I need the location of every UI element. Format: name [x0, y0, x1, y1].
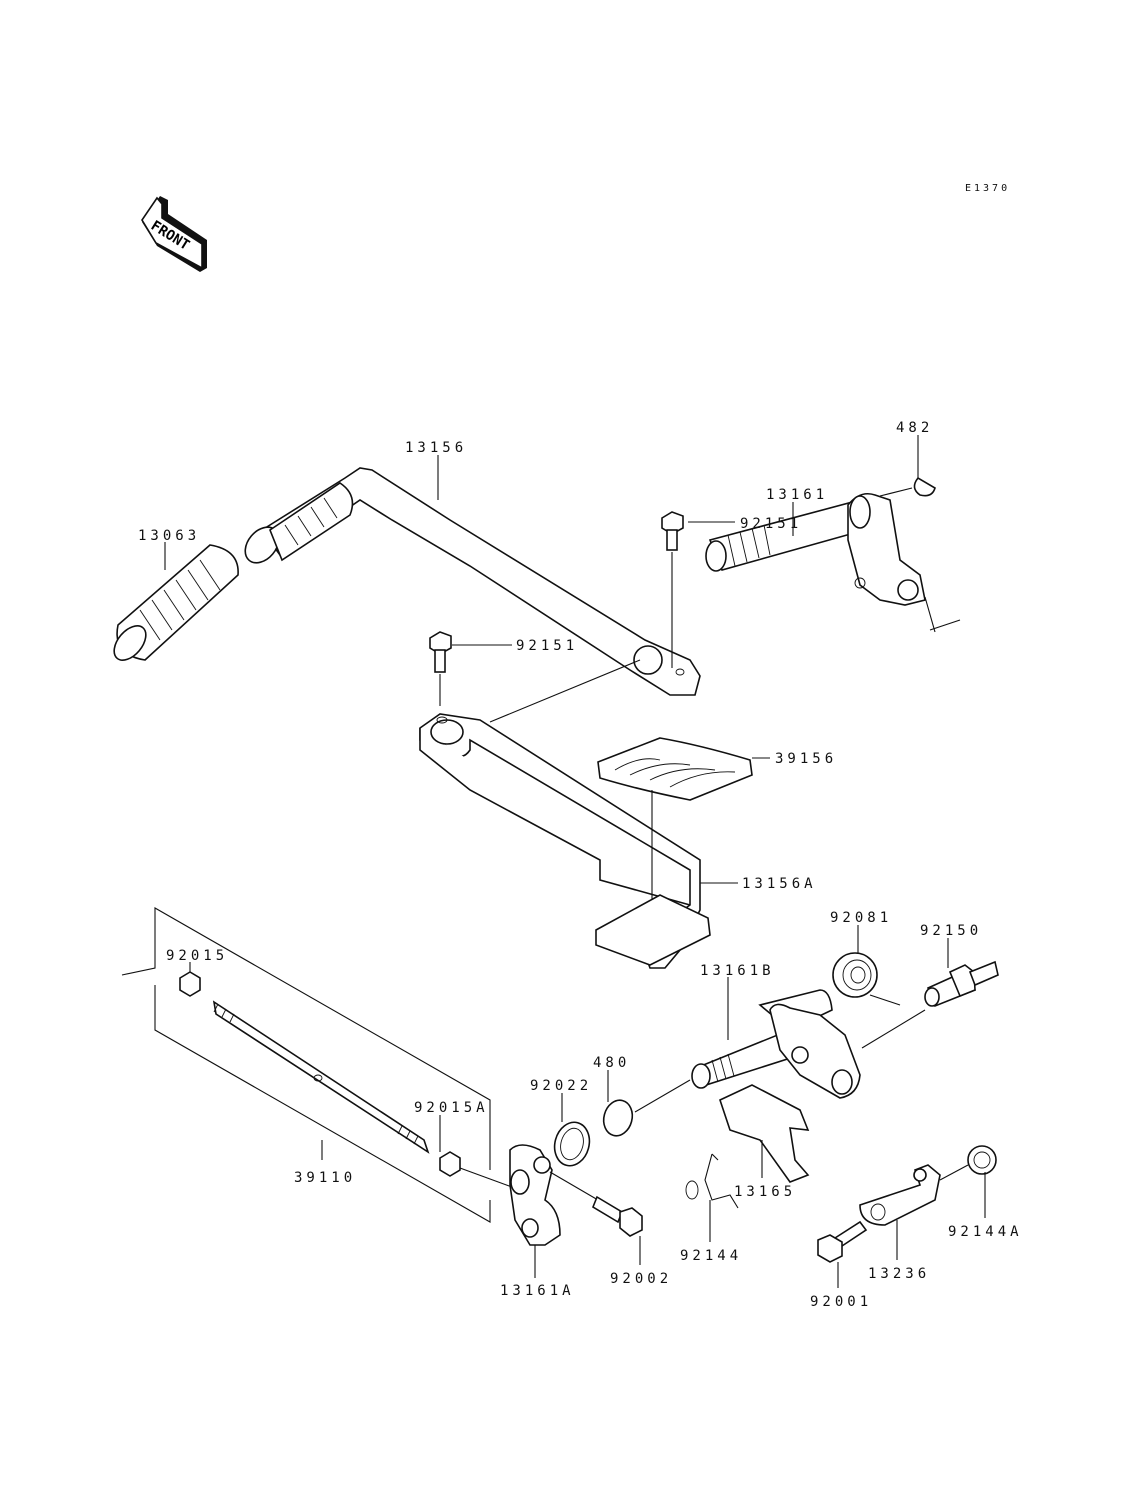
leader	[861, 1009, 926, 1049]
label-92144A: 92144A	[948, 1224, 1023, 1240]
label-92001: 92001	[810, 1294, 872, 1310]
label-480: 480	[593, 1055, 630, 1071]
part-13161-shift-shaft	[705, 492, 961, 633]
label-92151-lower: 92151	[516, 638, 578, 654]
label-13165: 13165	[734, 1184, 796, 1200]
part-pedal-plate	[595, 894, 711, 966]
label-39110: 39110	[294, 1170, 356, 1186]
part-13161B-shift-shaft	[691, 989, 861, 1099]
part-13161A-shift-arm	[509, 1144, 561, 1246]
label-92022: 92022	[530, 1078, 592, 1094]
part-92144-spring	[685, 1153, 739, 1209]
part-480-circlip	[602, 1099, 634, 1137]
label-92015: 92015	[166, 948, 228, 964]
label-13161B: 13161B	[700, 963, 775, 979]
label-13156: 13156	[405, 440, 467, 456]
label-92150: 92150	[920, 923, 982, 939]
part-92151-bolt-upper	[661, 511, 684, 668]
label-13156A: 13156A	[742, 876, 817, 892]
front-arrow-icon: FRONT	[141, 196, 207, 272]
part-92151-bolt-lower	[429, 631, 452, 706]
label-13236: 13236	[868, 1266, 930, 1282]
leader	[634, 1079, 691, 1113]
label-482: 482	[896, 420, 933, 436]
part-92022-washer	[553, 1121, 591, 1167]
label-92144: 92144	[680, 1248, 742, 1264]
leader-lines	[164, 435, 986, 1288]
label-92015A: 92015A	[414, 1100, 489, 1116]
diagram-code: E1370	[965, 183, 1010, 194]
label-13161A: 13161A	[500, 1283, 575, 1299]
label-92002: 92002	[610, 1271, 672, 1287]
part-39156-pedal-pad	[597, 737, 753, 935]
label-92081: 92081	[830, 910, 892, 926]
part-13165-ratchet-plate	[719, 1084, 810, 1183]
part-92150-pin	[924, 960, 999, 1008]
part-482-clip	[879, 476, 936, 497]
part-92015A-nut	[439, 1151, 461, 1177]
label-13161: 13161	[766, 487, 828, 503]
part-39110-tie-rod	[212, 1000, 430, 1154]
part-13236-link	[859, 1164, 941, 1226]
part-92001-bolt	[817, 1220, 868, 1263]
label-13063: 13063	[138, 528, 200, 544]
rod-assembly-bracket	[121, 907, 491, 1223]
part-13156-shift-lever	[244, 467, 701, 696]
part-92144A-spring	[939, 1145, 997, 1181]
label-39156: 39156	[775, 751, 837, 767]
part-92002-bolt	[549, 1171, 643, 1237]
part-92081-spring	[832, 952, 901, 1006]
part-13063-grip	[113, 544, 239, 661]
label-92151-upper: 92151	[740, 516, 802, 532]
part-92015-nut	[179, 971, 201, 997]
